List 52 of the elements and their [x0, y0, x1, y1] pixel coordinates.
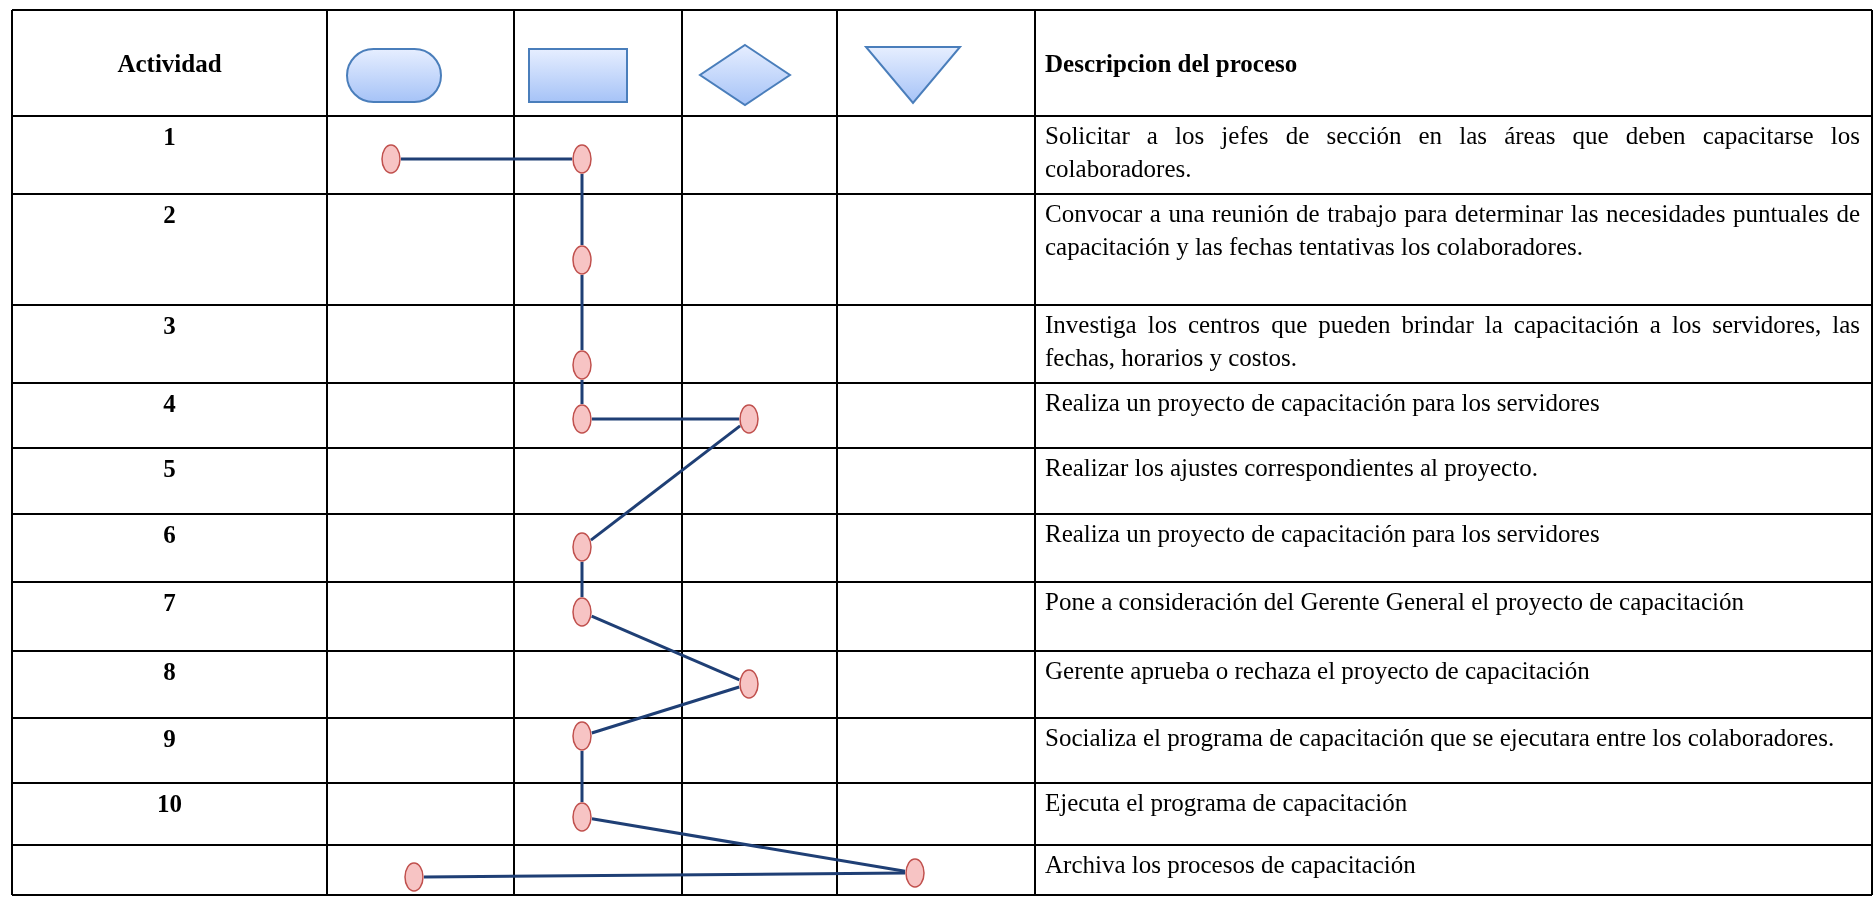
connector-line — [580, 751, 584, 802]
activity-number: 7 — [162, 588, 177, 618]
connector-line — [591, 685, 740, 735]
storage-symbol — [865, 46, 961, 104]
process-symbol — [528, 47, 628, 103]
connector-line — [580, 562, 584, 597]
step-marker — [404, 862, 424, 892]
activity-number: 10 — [156, 789, 183, 819]
step-marker — [572, 350, 592, 380]
process-description: Gerente aprueba o rechaza el proyecto de capacitación — [1045, 656, 1591, 686]
connector-line — [580, 174, 584, 245]
step-marker — [572, 721, 592, 751]
process-description: Realiza un proyecto de capacitación para los servidores — [1045, 519, 1601, 549]
activity-number: 8 — [162, 657, 177, 687]
process-description: Convocar a una reunión de trabajo para determinar las necesidades puntuales de capacitación y las fechas tentativas los colaboradores. — [1045, 199, 1860, 262]
activity-number: 5 — [162, 454, 177, 484]
step-marker — [739, 669, 759, 699]
connector-line — [591, 817, 906, 873]
step-marker — [381, 144, 401, 174]
activity-number: 4 — [162, 389, 177, 419]
step-marker — [572, 245, 592, 275]
process-description: Archiva los procesos de capacitación — [1045, 850, 1417, 880]
process-description: Realizar los ajustes correspondientes al proyecto. — [1045, 453, 1539, 483]
connector-line — [424, 871, 905, 879]
process-description: Socializa el programa de capacitación que se ejecutara entre los colaboradores. — [1045, 723, 1836, 753]
step-marker — [572, 404, 592, 434]
process-description: Realiza un proyecto de capacitación para los servidores — [1045, 388, 1601, 418]
step-marker — [572, 597, 592, 627]
process-description: Solicitar a los jefes de sección en las áreas que deben capacitarse los colaboradores. — [1045, 121, 1860, 184]
step-marker — [572, 532, 592, 562]
activity-number: 6 — [162, 520, 177, 550]
step-marker — [572, 144, 592, 174]
connector-line — [591, 614, 740, 682]
connector-line — [580, 380, 584, 404]
connector-line — [592, 417, 739, 421]
step-marker — [739, 404, 759, 434]
decision-symbol — [699, 44, 791, 106]
terminator-symbol — [346, 47, 442, 103]
connector-line — [590, 424, 741, 542]
step-marker — [905, 858, 925, 888]
activity-number: 9 — [162, 724, 177, 754]
activity-number: 2 — [162, 200, 177, 230]
activity-number: 1 — [162, 122, 177, 152]
column-header: Descripcion del proceso — [1045, 48, 1299, 79]
step-marker — [572, 802, 592, 832]
connector-line — [401, 157, 572, 161]
activity-number: 3 — [162, 311, 177, 341]
process-description: Investiga los centros que pueden brindar la capacitación a los servidores, las fechas, horarios y costos. — [1045, 310, 1860, 373]
column-header: Actividad — [116, 48, 223, 79]
process-description: Ejecuta el programa de capacitación — [1045, 788, 1409, 818]
process-description: Pone a consideración del Gerente General el proyecto de capacitación — [1045, 587, 1745, 617]
connector-line — [580, 275, 584, 350]
